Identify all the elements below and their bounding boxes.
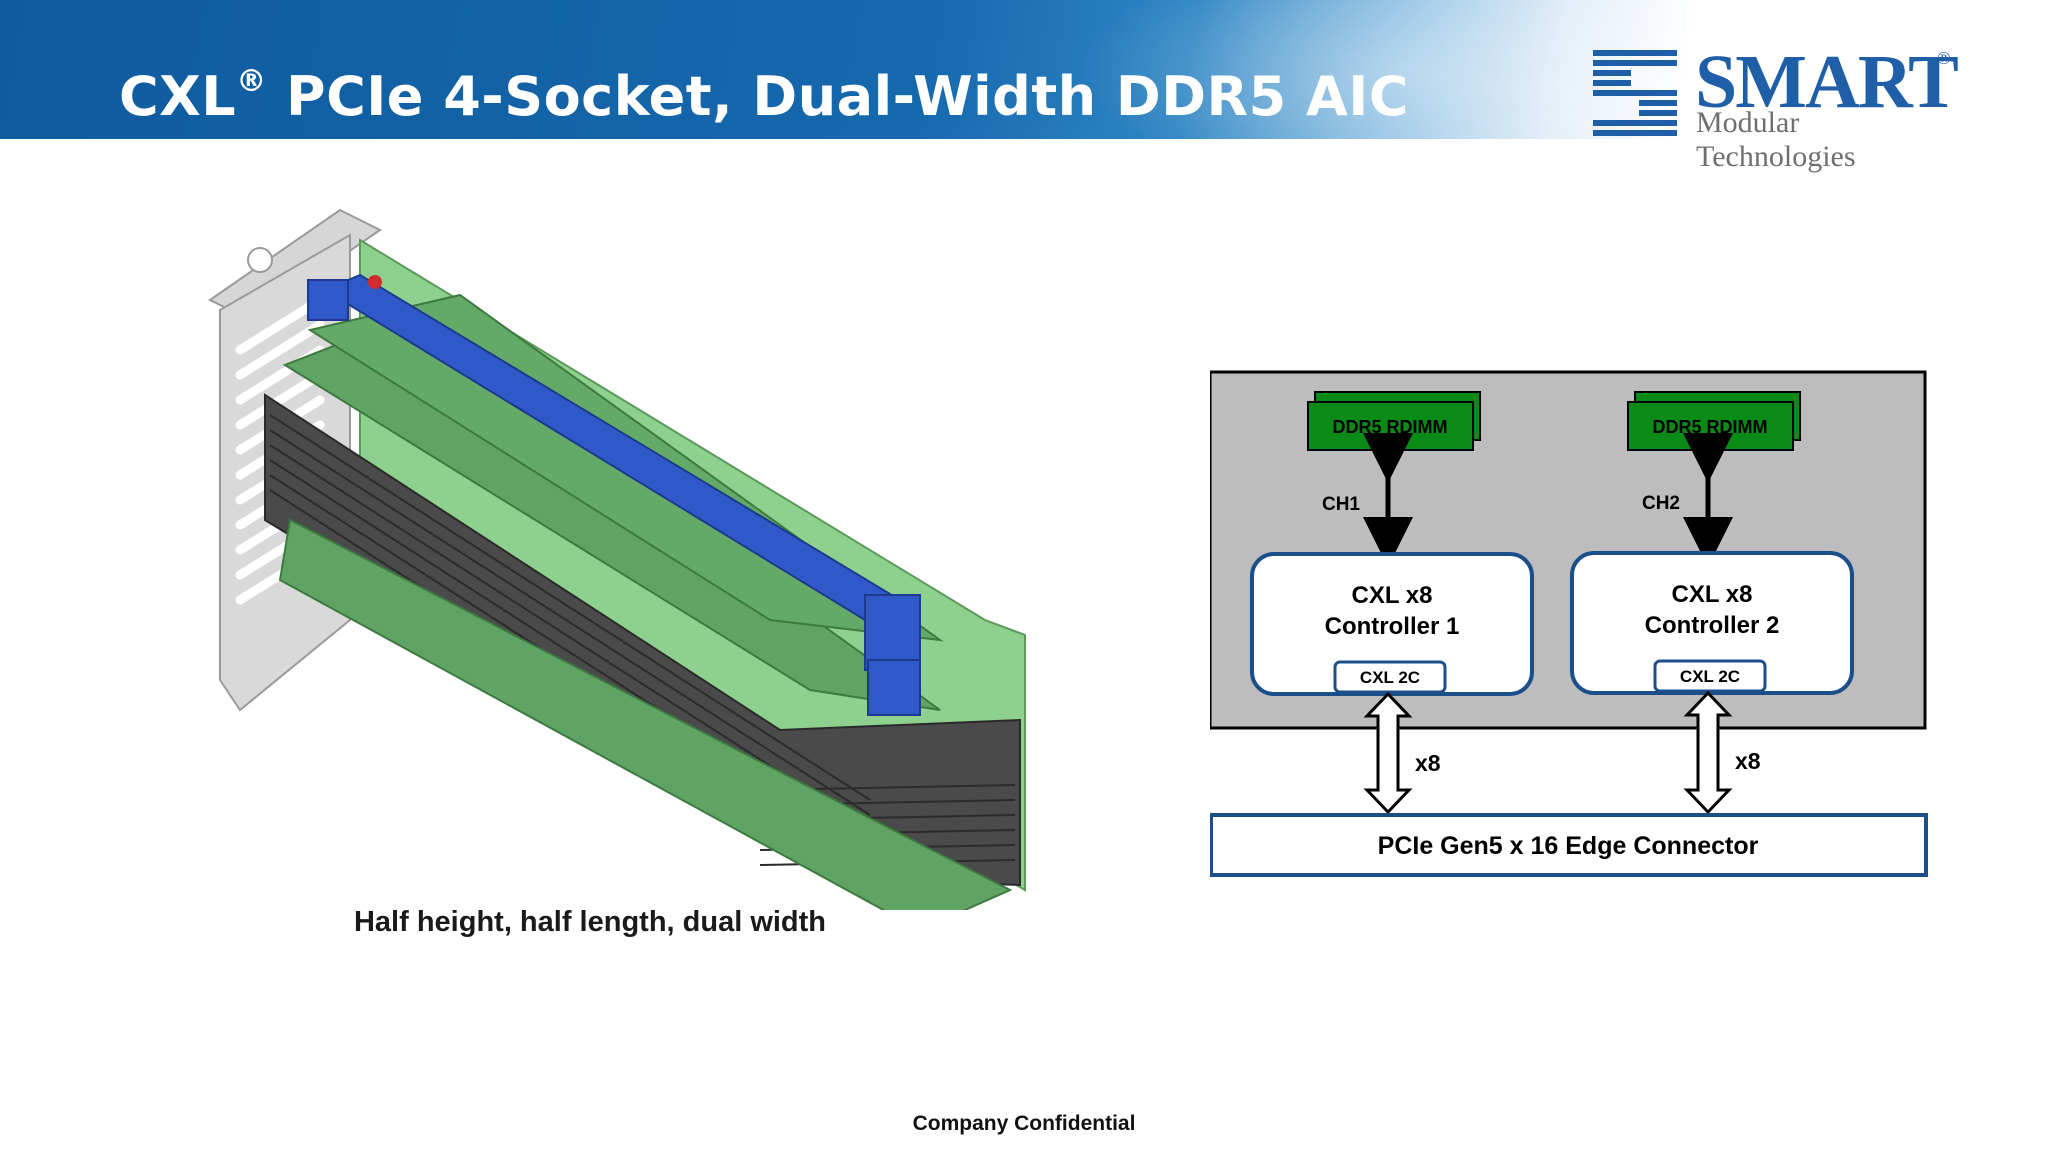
title-cxl: CXL bbox=[119, 65, 237, 128]
controller-2-line2: Controller 2 bbox=[1645, 612, 1780, 639]
cxl-block-diagram: DDR5 RDIMM DDR5 RDIMM CH1 CH2 CXL x8 Con… bbox=[1210, 370, 1928, 877]
logo-stripe bbox=[1593, 70, 1631, 76]
dimm-latch-right-2 bbox=[867, 659, 921, 716]
ch2-label: CH2 bbox=[1642, 493, 1680, 514]
slide-header bbox=[0, 0, 2048, 139]
controller-1-box bbox=[1250, 552, 1534, 696]
controller-1-line1: CXL x8 bbox=[1352, 582, 1433, 609]
logo-stripe bbox=[1593, 90, 1677, 96]
edge-connector-label: PCIe Gen5 x 16 Edge Connector bbox=[1378, 832, 1759, 860]
edge-connector-box bbox=[1210, 813, 1928, 877]
dimm-latch-left bbox=[307, 279, 349, 321]
header-wave-decoration bbox=[1050, 0, 1750, 139]
controller-2-tag-label: CXL 2C bbox=[1680, 667, 1740, 686]
status-led bbox=[368, 275, 382, 289]
logo-stripe bbox=[1593, 80, 1631, 86]
dimm-stack-1: DDR5 RDIMM bbox=[1307, 391, 1481, 451]
confidential-footer: Company Confidential bbox=[912, 1112, 1136, 1135]
link-2-arrow bbox=[1683, 690, 1733, 815]
controller-1-line2: Controller 1 bbox=[1325, 613, 1460, 640]
ch1-label: CH1 bbox=[1322, 494, 1360, 515]
controller-2-box bbox=[1570, 551, 1854, 695]
title-registered-mark: ® bbox=[236, 64, 267, 99]
slide-title: CXL® PCIe 4-Socket, Dual-Width DDR5 AIC bbox=[119, 64, 1409, 128]
logo-stripe bbox=[1593, 60, 1677, 66]
link-2-label: x8 bbox=[1735, 748, 1761, 774]
logo-stripe bbox=[1639, 110, 1677, 116]
logo-stripe bbox=[1593, 50, 1677, 56]
dimm-stack-2: DDR5 RDIMM bbox=[1627, 391, 1801, 451]
smart-logo: SMART ® Modular Technologies bbox=[1585, 40, 1959, 173]
controller-1-tag-label: CXL 2C bbox=[1360, 668, 1420, 687]
lower-dimm-pcb bbox=[278, 518, 1013, 910]
link-1-label: x8 bbox=[1415, 750, 1441, 776]
bracket-screw-hole bbox=[247, 247, 273, 273]
logo-registered-mark: ® bbox=[1937, 48, 1951, 68]
dimm-label-1: DDR5 RDIMM bbox=[1333, 417, 1448, 437]
link-1-arrow bbox=[1363, 691, 1413, 815]
logo-stripe bbox=[1593, 120, 1677, 126]
smart-s-stripes-icon bbox=[1593, 50, 1677, 136]
controller-2-tag bbox=[1653, 659, 1767, 693]
card-caption: Half height, half length, dual width bbox=[353, 906, 827, 938]
logo-subtitle: Modular Technologies bbox=[1696, 106, 1856, 173]
title-rest: PCIe 4-Socket, Dual-Width DDR5 AIC bbox=[266, 65, 1410, 128]
controller-2-line1: CXL x8 bbox=[1672, 581, 1753, 608]
controller-1-tag bbox=[1333, 660, 1447, 694]
aic-card-illustration bbox=[208, 208, 1026, 910]
dimm-label-2: DDR5 RDIMM bbox=[1653, 417, 1768, 437]
dimm-latch-right bbox=[864, 594, 921, 671]
heatsink-stack bbox=[264, 393, 1021, 887]
logo-stripe bbox=[1593, 130, 1677, 136]
logo-stripe bbox=[1639, 100, 1677, 106]
logo-wordmark: SMART bbox=[1695, 40, 1959, 124]
